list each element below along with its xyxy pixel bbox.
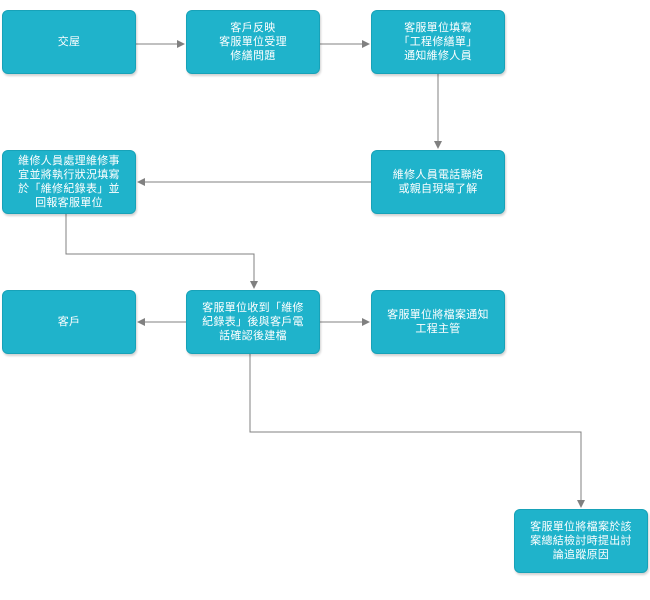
node-customer-report-label: 客戶反映 客服單位受理 修繕問題 — [219, 21, 287, 62]
node-customer-report: 客戶反映 客服單位受理 修繕問題 — [186, 10, 320, 74]
node-repair-and-record: 維修人員處理維修事 宜並將執行狀況填寫 於「維修紀錄表」並 回報客服單位 — [2, 150, 136, 214]
node-contact-customer: 維修人員電話聯絡 或親自現場了解 — [371, 150, 505, 214]
node-notify-supervisor: 客服單位將檔案通知 工程主管 — [371, 290, 505, 354]
node-notify-supervisor-label: 客服單位將檔案通知 工程主管 — [387, 308, 489, 335]
node-receive-record: 客服單位收到「維修 紀錄表」後與客戶電 話確認後建檔 — [186, 290, 320, 354]
node-customer: 客戶 — [2, 290, 136, 354]
node-repair-and-record-label: 維修人員處理維修事 宜並將執行狀況填寫 於「維修紀錄表」並 回報客服單位 — [18, 154, 120, 209]
node-receive-record-label: 客服單位收到「維修 紀錄表」後與客戶電 話確認後建檔 — [202, 301, 304, 342]
node-contact-customer-label: 維修人員電話聯絡 或親自現場了解 — [392, 168, 484, 195]
node-customer-label: 客戶 — [57, 315, 81, 328]
node-review-meeting: 客服單位將檔案於該 案總結檢討時提出討 論追蹤原因 — [514, 509, 648, 573]
node-review-meeting-label: 客服單位將檔案於該 案總結檢討時提出討 論追蹤原因 — [530, 520, 632, 561]
node-handover: 交屋 — [2, 10, 136, 74]
node-fill-work-order: 客服單位填寫 「工程修繕單」 通知維修人員 — [371, 10, 505, 74]
edge-receive-to-review — [249, 354, 585, 508]
node-handover-label: 交屋 — [57, 35, 81, 48]
edge-repair-to-receive — [65, 214, 258, 289]
node-fill-work-order-label: 客服單位填寫 「工程修繕單」 通知維修人員 — [398, 21, 478, 62]
